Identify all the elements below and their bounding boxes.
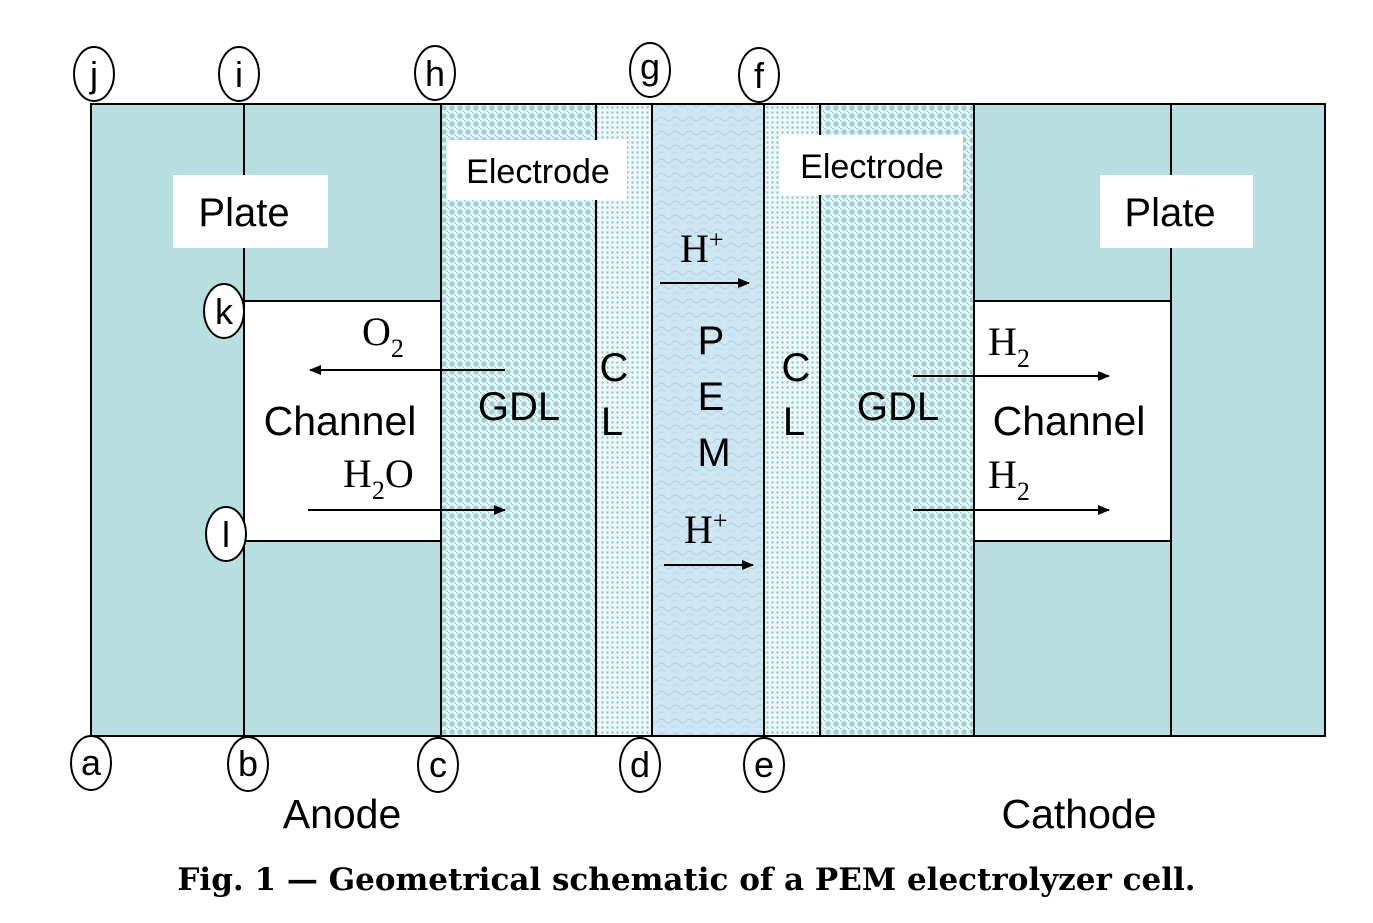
point-marker-c: c xyxy=(417,737,459,793)
point-marker-a: a xyxy=(70,735,112,791)
right-cl-letter-l: L xyxy=(783,400,805,444)
point-label-g: g xyxy=(640,46,660,87)
cathode-label: Cathode xyxy=(1001,791,1156,837)
h2-top-sub: 2 xyxy=(1017,344,1030,373)
h2-bottom-sub: 2 xyxy=(1017,477,1030,506)
pem-letter-m: M xyxy=(697,431,730,475)
left-electrode-label: Electrode xyxy=(466,153,610,191)
pem-letter-e: E xyxy=(698,375,725,419)
point-label-l: l xyxy=(222,514,230,555)
right-cl xyxy=(763,103,821,737)
pem-membrane xyxy=(651,103,765,737)
left-channel-label: Channel xyxy=(264,398,417,444)
h2-top-base: H xyxy=(988,319,1017,364)
left-gdl xyxy=(440,103,597,737)
hplus-bottom-base: H xyxy=(684,507,713,552)
point-marker-e: e xyxy=(743,737,785,793)
h2o-tail: O xyxy=(385,451,414,496)
point-label-k: k xyxy=(215,291,234,332)
right-electrode-label: Electrode xyxy=(800,148,944,186)
h2-bottom-label: H2 xyxy=(988,452,1030,506)
right-cl-letter-c: C xyxy=(782,346,811,390)
left-plate-label-box xyxy=(173,175,328,248)
hplus-bottom-sup: + xyxy=(713,506,728,535)
h2-top-label: H2 xyxy=(988,319,1030,373)
point-label-h: h xyxy=(425,53,445,94)
figure-caption: Fig. 1 — Geometrical schematic of a PEM … xyxy=(177,862,1196,898)
point-label-a: a xyxy=(81,742,102,783)
point-marker-d: d xyxy=(619,737,661,793)
left-plate-label: Plate xyxy=(198,191,289,235)
left-cl-letter-l: L xyxy=(601,400,623,444)
left-channel xyxy=(243,300,442,542)
point-marker-g: g xyxy=(629,42,671,98)
point-marker-h: h xyxy=(414,45,456,101)
right-plate-label: Plate xyxy=(1124,191,1215,235)
point-marker-l: l xyxy=(205,506,247,562)
point-label-i: i xyxy=(235,54,243,95)
hplus-bottom-label: H+ xyxy=(684,506,728,552)
point-label-b: b xyxy=(238,743,258,784)
right-plate-label-box xyxy=(1100,175,1253,248)
left-cl xyxy=(595,103,653,737)
point-marker-b: b xyxy=(227,736,269,792)
right-gdl-label: GDL xyxy=(857,385,939,429)
hplus-top-base: H xyxy=(680,226,709,271)
point-label-j: j xyxy=(89,54,98,95)
point-label-c: c xyxy=(429,744,447,785)
o2-label: O2 xyxy=(362,309,404,363)
h2o-sub: 2 xyxy=(372,476,385,505)
point-marker-f: f xyxy=(738,47,780,103)
hplus-top-label: H+ xyxy=(680,225,724,271)
right-gdl xyxy=(819,103,975,737)
left-gdl-label: GDL xyxy=(478,385,560,429)
point-label-f: f xyxy=(754,55,765,96)
left-cl-letter-c: C xyxy=(600,346,629,390)
hplus-top-sup: + xyxy=(709,225,724,254)
left-electrode-label-box xyxy=(447,140,627,200)
point-label-e: e xyxy=(754,744,774,785)
o2-base: O xyxy=(362,309,391,354)
point-label-d: d xyxy=(630,744,650,785)
point-marker-i: i xyxy=(218,46,260,102)
o2-sub: 2 xyxy=(391,334,404,363)
point-marker-j: j xyxy=(73,46,115,102)
point-marker-k: k xyxy=(203,283,245,339)
right-channel-label: Channel xyxy=(993,398,1146,444)
h2o-label: H2O xyxy=(343,451,414,505)
right-electrode-label-box xyxy=(780,135,963,195)
h2o-base: H xyxy=(343,451,372,496)
pem-letter-p: P xyxy=(698,319,725,363)
anode-label: Anode xyxy=(283,791,402,837)
h2-bottom-base: H xyxy=(988,452,1017,497)
right-channel xyxy=(973,300,1172,542)
